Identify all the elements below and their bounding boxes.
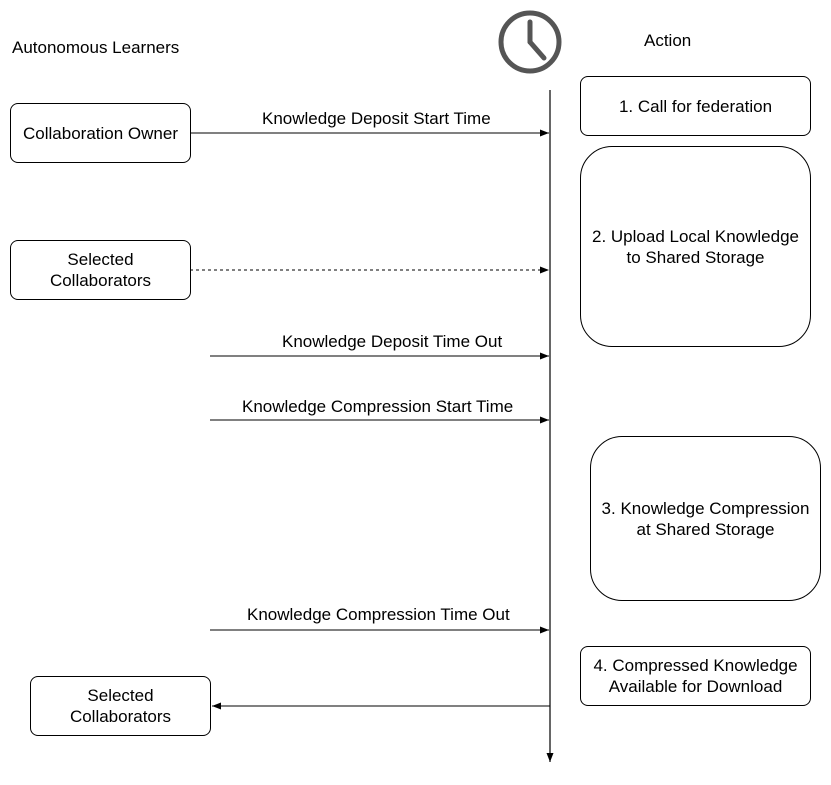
label-deposit-timeout: Knowledge Deposit Time Out bbox=[282, 332, 503, 351]
action-4-line-1: 4. Compressed Knowledge bbox=[593, 656, 798, 675]
action-3-line-2: at Shared Storage bbox=[636, 519, 775, 539]
action-4-line-2: Available for Download bbox=[608, 677, 783, 696]
action-2-upload-local-knowledge: 2. Upload Local Knowledge to Shared Stor… bbox=[580, 146, 811, 347]
clock-icon bbox=[498, 10, 562, 74]
action-3-knowledge-compression: 3. Knowledge Compression at Shared Stora… bbox=[590, 436, 821, 601]
actor-collaboration-owner: Collaboration Owner bbox=[10, 103, 191, 163]
action-4-compressed-knowledge: 4. Compressed Knowledge Available for Do… bbox=[580, 646, 811, 706]
actor-selected-1-line-1: Selected bbox=[67, 250, 134, 269]
label-deposit-start: Knowledge Deposit Start Time bbox=[262, 109, 491, 128]
action-1-label: 1. Call for federation bbox=[618, 96, 773, 116]
label-compression-timeout: Knowledge Compression Time Out bbox=[247, 605, 510, 624]
actor-selected-2-line-2: Collaborators bbox=[69, 707, 172, 726]
action-2-line-2: to Shared Storage bbox=[626, 247, 765, 267]
actor-selected-collaborators-2: Selected Collaborators bbox=[30, 676, 211, 736]
actor-selected-1-line-2: Collaborators bbox=[49, 271, 152, 290]
header-action: Action bbox=[644, 31, 692, 50]
action-2-line-1: 2. Upload Local Knowledge bbox=[592, 226, 799, 246]
action-3-line-1: 3. Knowledge Compression bbox=[601, 498, 810, 518]
header-autonomous-learners: Autonomous Learners bbox=[12, 38, 180, 57]
actor-selected-collaborators-1: Selected Collaborators bbox=[10, 240, 191, 300]
actor-collaboration-owner-label: Collaboration Owner bbox=[23, 123, 178, 143]
actor-selected-2-line-1: Selected bbox=[87, 686, 154, 705]
action-1-call-for-federation: 1. Call for federation bbox=[580, 76, 811, 136]
label-compression-start: Knowledge Compression Start Time bbox=[242, 397, 514, 416]
